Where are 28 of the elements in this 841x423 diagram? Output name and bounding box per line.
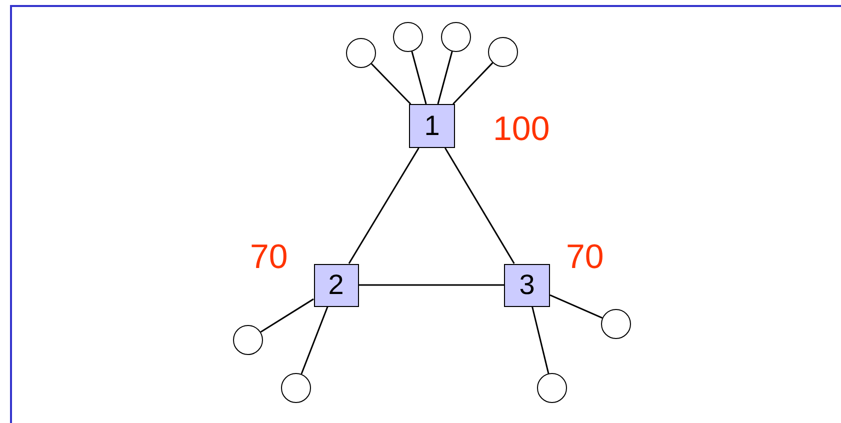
node-number: 3 xyxy=(519,271,535,299)
connector-line xyxy=(348,148,420,264)
terminal-circle xyxy=(537,373,567,403)
weight-value: 100 xyxy=(493,112,550,146)
connector-line xyxy=(370,63,412,105)
connector-line xyxy=(300,306,328,374)
weight-value: 70 xyxy=(250,240,288,274)
terminal-circle xyxy=(233,325,263,355)
terminal-circle xyxy=(441,22,471,52)
connector-line xyxy=(444,148,515,264)
connector-line xyxy=(437,51,453,104)
node-number: 2 xyxy=(328,271,344,299)
connector-line xyxy=(260,298,314,333)
terminal-circle xyxy=(393,22,423,52)
node-number: 1 xyxy=(424,112,440,140)
terminal-circle xyxy=(601,309,631,339)
connector-line xyxy=(411,51,427,104)
terminal-circle xyxy=(281,373,311,403)
terminal-circle xyxy=(488,37,518,67)
numbered-square xyxy=(314,264,358,306)
weight-value: 70 xyxy=(566,240,604,274)
connector-line xyxy=(358,284,504,286)
connector-line xyxy=(532,306,550,374)
numbered-square xyxy=(409,104,455,148)
connector-line xyxy=(550,294,603,319)
numbered-square xyxy=(504,264,550,306)
terminal-circle xyxy=(346,38,376,68)
connector-line xyxy=(452,62,494,105)
